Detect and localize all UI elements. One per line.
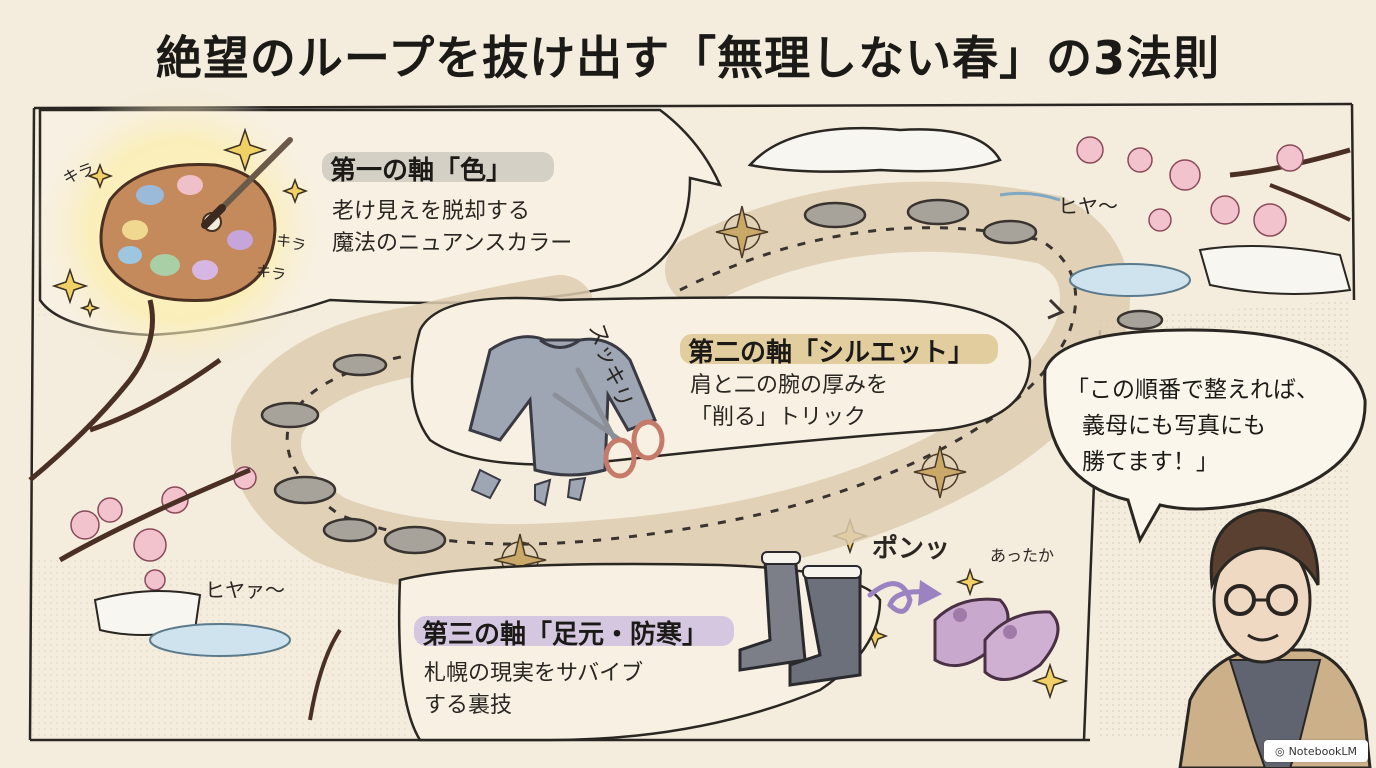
slippers-icon (933, 597, 1060, 682)
notebooklm-logo: ◎ NotebookLM (1264, 740, 1368, 762)
speech-line-3: 勝てます！」 (1082, 449, 1219, 475)
sfx-attaka: あったか (990, 546, 1055, 565)
section-3-heading: 第三の軸「足元・防寒」 (422, 620, 709, 650)
section-2-line-1: 肩と二の腕の厚みを (690, 373, 889, 398)
section-2-heading: 第二の軸「シルエット」 (688, 338, 975, 368)
right-top-scene (747, 126, 1352, 297)
stepping-stone-icon (260, 198, 1164, 555)
panel-3-bubble (397, 562, 882, 742)
left-branch (28, 299, 251, 563)
paint-palette-icon (99, 137, 293, 302)
speech-line-1: 「この順番で整えれば、 (1066, 377, 1319, 403)
section-3-line-2: する裏技 (424, 693, 513, 718)
section-1-heading: 第一の軸「色」 (330, 156, 513, 186)
section-3-body: 札幌の現実をサバイブ する裏技 (424, 658, 643, 722)
scissors-icon (552, 367, 665, 479)
compass-icon (493, 205, 967, 587)
section-3-line-1: 札幌の現実をサバイブ (424, 661, 644, 686)
section-1-highlight (322, 152, 554, 182)
arrow-icon (867, 580, 942, 614)
sfx-hiyaa-left: ヒヤァ〜 (205, 578, 285, 602)
section-3-highlight (414, 616, 734, 646)
notebooklm-label: NotebookLM (1288, 744, 1358, 758)
sfx-pon: ポンッ (872, 534, 951, 564)
section-1-line-2: 魔法のニュアンスカラー (332, 231, 573, 256)
speech-bubble (1043, 328, 1367, 544)
sfx-hiya-right: ヒヤ〜 (1058, 194, 1118, 218)
notebooklm-icon: ◎ (1274, 744, 1285, 758)
speech-bubble-text: 「この順番で整えれば、 義母にも写真にも 勝てます！」 (1066, 372, 1319, 480)
section-2-line-2: 「削る」トリック (690, 405, 867, 430)
section-2-highlight (680, 334, 998, 364)
winding-path (231, 181, 1130, 595)
section-1-line-1: 老け見えを脱却する (332, 199, 531, 224)
speech-line-2: 義母にも写真にも (1082, 413, 1266, 439)
section-1-body: 老け見えを脱却する 魔法のニュアンスカラー (332, 196, 572, 260)
sweater-icon (468, 335, 657, 507)
section-2-body: 肩と二の腕の厚みを 「削る」トリック (690, 370, 888, 434)
puddle-icon (1069, 263, 1191, 297)
snow-boots-icon (738, 551, 862, 687)
page-title: 絶望のループを抜け出す「無理しない春」の3法則 (155, 31, 1221, 85)
left-bottom-puddle (93, 590, 342, 721)
